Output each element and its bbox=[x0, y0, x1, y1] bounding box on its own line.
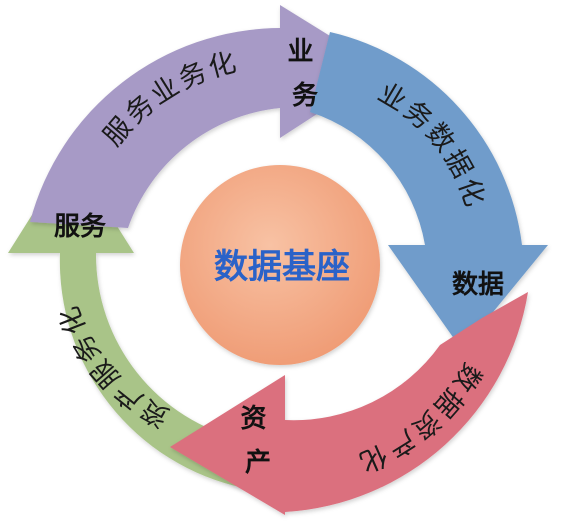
segment-blue bbox=[310, 32, 548, 350]
segment-blue-arrow bbox=[310, 32, 548, 350]
center-node: 数据基座 bbox=[180, 165, 380, 365]
tip-label-purple-char-1: 业 bbox=[287, 37, 313, 67]
segment-purple bbox=[30, 5, 385, 228]
segment-red bbox=[170, 292, 528, 515]
tip-label-green: 服务 bbox=[54, 212, 106, 242]
segment-purple-arrow bbox=[30, 5, 385, 228]
tip-label-purple-char-2: 务 bbox=[292, 81, 318, 111]
tip-label-red: 资 产 bbox=[240, 404, 275, 478]
center-label: 数据基座 bbox=[214, 247, 350, 287]
center-circle bbox=[180, 165, 380, 365]
tip-label-red-char-1: 资 bbox=[240, 404, 266, 434]
segment-green-arrow bbox=[8, 153, 244, 488]
tip-label-red-char-2: 产 bbox=[245, 448, 271, 478]
arc-label-green: 资产服务化 bbox=[53, 299, 175, 432]
segment-red-arrow bbox=[170, 292, 528, 515]
tip-label-blue: 数据 bbox=[452, 270, 504, 300]
segment-green bbox=[8, 153, 244, 488]
tip-label-purple: 业 务 bbox=[287, 37, 322, 111]
